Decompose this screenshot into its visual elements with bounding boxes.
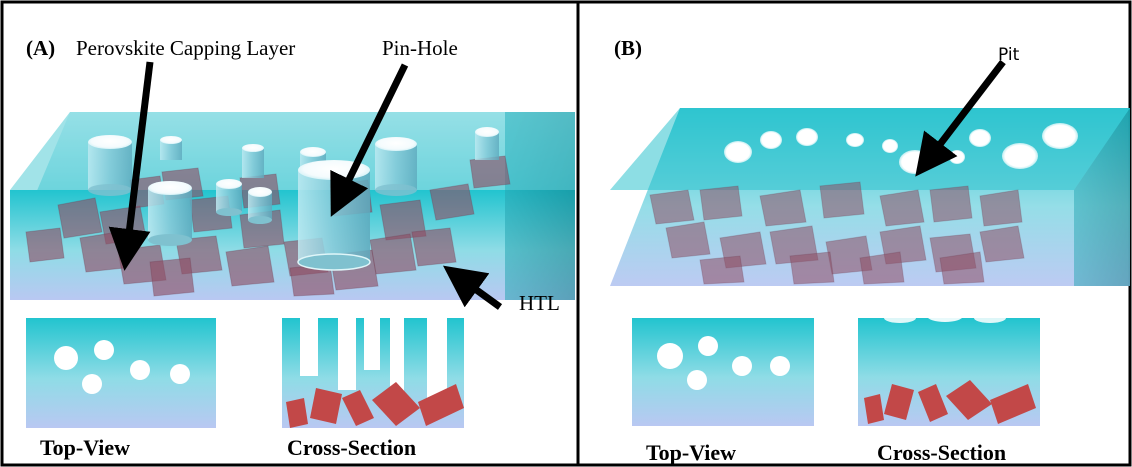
panel-a-cross-section-caption: Cross-Section — [287, 435, 416, 460]
pin-hole-arrow — [330, 63, 409, 217]
panel-b: (B) Pit Top-View Cross-Section — [610, 36, 1130, 465]
htl-arrow — [442, 265, 503, 310]
panel-a-top-view-caption: Top-View — [40, 435, 130, 460]
pit-arrow — [915, 59, 1006, 177]
panel-b-top-view — [632, 318, 814, 426]
panel-b-top-view-caption: Top-View — [646, 440, 736, 465]
panel-a-arrows — [108, 61, 503, 310]
htl-label: HTL — [519, 291, 560, 315]
cylinder-1 — [88, 135, 132, 196]
panel-b-cross-section — [858, 310, 1040, 426]
cylinder-7 — [148, 181, 192, 246]
cylinder-6 — [475, 127, 499, 160]
panel-a-letter: (A) — [26, 36, 55, 60]
cylinder-10-large — [297, 160, 371, 271]
capping-layer-arrow — [108, 61, 154, 271]
capping-layer-label: Perovskite Capping Layer — [76, 36, 295, 60]
panel-b-crystals — [649, 181, 1025, 285]
panel-b-cross-section-caption: Cross-Section — [877, 440, 1006, 465]
panel-a: (A) Perovskite Capping Layer Pin-Hole HT… — [10, 36, 575, 460]
cylinder-5 — [375, 137, 417, 196]
cylinder-3 — [242, 144, 264, 178]
panel-b-letter: (B) — [614, 36, 642, 60]
cylinder-8 — [216, 179, 242, 216]
panel-a-top-view — [26, 318, 216, 428]
pin-hole-label: Pin-Hole — [382, 36, 458, 60]
pit-label: Pit — [998, 45, 1020, 65]
panel-a-cross-section — [282, 318, 464, 428]
cylinder-2 — [160, 136, 182, 160]
panel-b-pits — [724, 123, 1078, 174]
cylinder-9 — [248, 187, 272, 224]
